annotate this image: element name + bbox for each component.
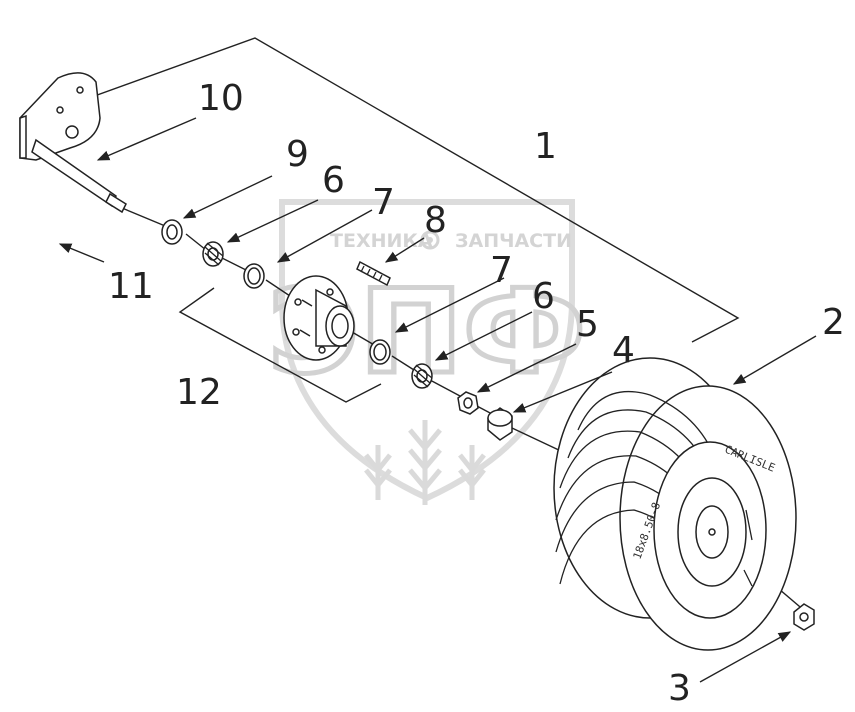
dust-cap	[487, 407, 513, 441]
callout-6-lower: 6	[532, 276, 555, 317]
outer-bearing	[411, 363, 433, 389]
inner-race	[243, 263, 265, 289]
callout-4: 4	[612, 330, 635, 371]
assembly-bracket-1	[27, 37, 740, 343]
spindle-mount-plate	[19, 72, 127, 214]
assembly-bracket-12	[178, 287, 382, 403]
callout-labels: 10 9 6 7 8 1 11 7 6 5 4 2 12 3	[108, 78, 845, 709]
outer-race	[369, 339, 391, 365]
callout-11: 11	[108, 266, 154, 307]
callout-2: 2	[822, 302, 845, 343]
watermark-left-text: ТЕХНИКА	[330, 230, 433, 252]
wheel-hub	[283, 275, 355, 361]
callout-12: 12	[176, 372, 222, 413]
tire-and-wheel	[553, 357, 797, 651]
inner-bearing	[202, 241, 224, 267]
callout-3: 3	[668, 668, 691, 709]
callout-1: 1	[534, 126, 557, 167]
lug-nut	[793, 603, 815, 631]
wheel-stud	[356, 260, 391, 287]
grease-seal	[161, 219, 183, 245]
watermark-right-text: ЗАПЧАСТИ	[455, 230, 572, 252]
castle-nut	[457, 391, 479, 415]
callout-5: 5	[576, 304, 599, 345]
callout-9: 9	[286, 134, 309, 175]
callout-7-upper: 7	[372, 182, 395, 223]
leader-arrows	[58, 117, 817, 683]
callout-7-lower: 7	[490, 250, 513, 291]
callout-6-upper: 6	[322, 160, 345, 201]
callout-10: 10	[198, 78, 244, 119]
callout-8: 8	[424, 200, 447, 241]
wheat-icon	[364, 420, 486, 505]
